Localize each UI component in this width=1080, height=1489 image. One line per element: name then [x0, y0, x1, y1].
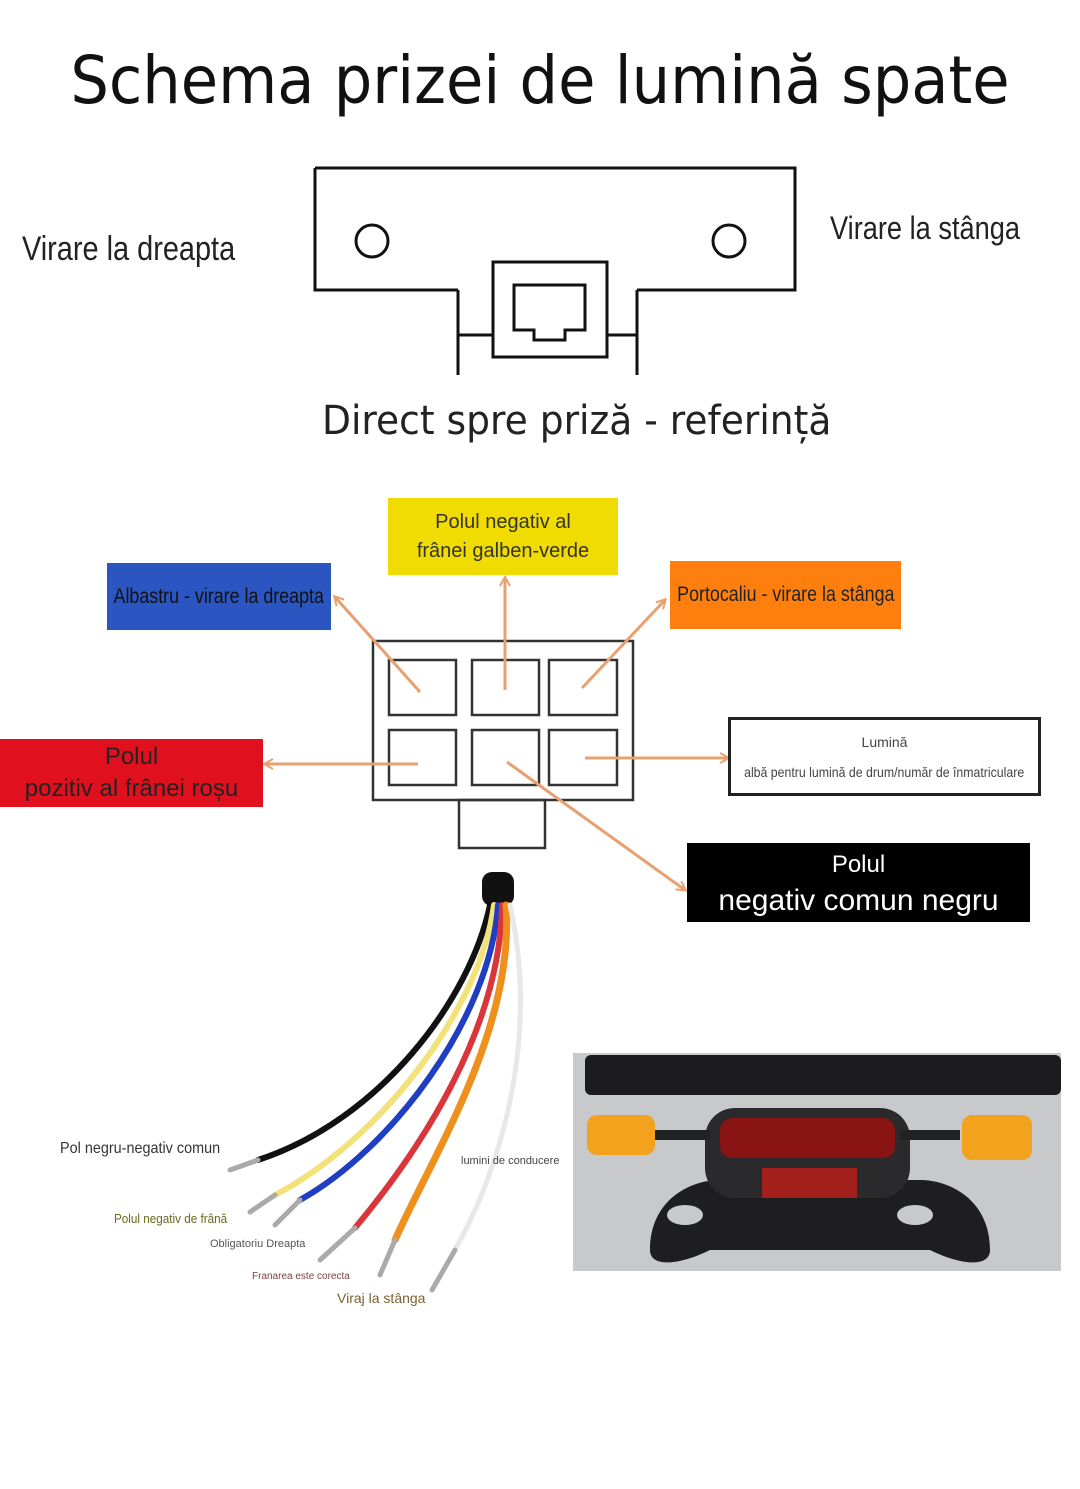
socket-caption: Direct spre priză - referință [322, 398, 832, 444]
wire-label-white: lumini de conducere [461, 1155, 560, 1167]
wire-label-red: Franarea este corecta [252, 1271, 350, 1282]
label-blue-turn-right: Albastru - virare la dreapta [107, 563, 331, 630]
page-title: Schema prizei de lumină spate [70, 42, 1010, 119]
mount-hole-left [354, 223, 390, 259]
label-turn-left: Virare la stânga [830, 210, 1021, 246]
label-turn-right: Virare la dreapta [22, 230, 236, 268]
socket-outline [313, 166, 797, 375]
wire-harness [227, 872, 523, 1293]
mount-hole-right [711, 223, 747, 259]
taillight-photo [573, 1053, 1061, 1271]
label-orange-turn-left: Portocaliu - virare la stânga [670, 561, 901, 629]
wire-label-blue: Obligatoriu Dreapta [210, 1238, 306, 1250]
connector-pinout [371, 639, 635, 850]
wire-label-orange: Viraj la stânga [337, 1290, 426, 1306]
wire-label-black: Pol negru-negativ comun [60, 1140, 221, 1157]
wire-label-yellow: Polul negativ de frână [114, 1211, 228, 1226]
